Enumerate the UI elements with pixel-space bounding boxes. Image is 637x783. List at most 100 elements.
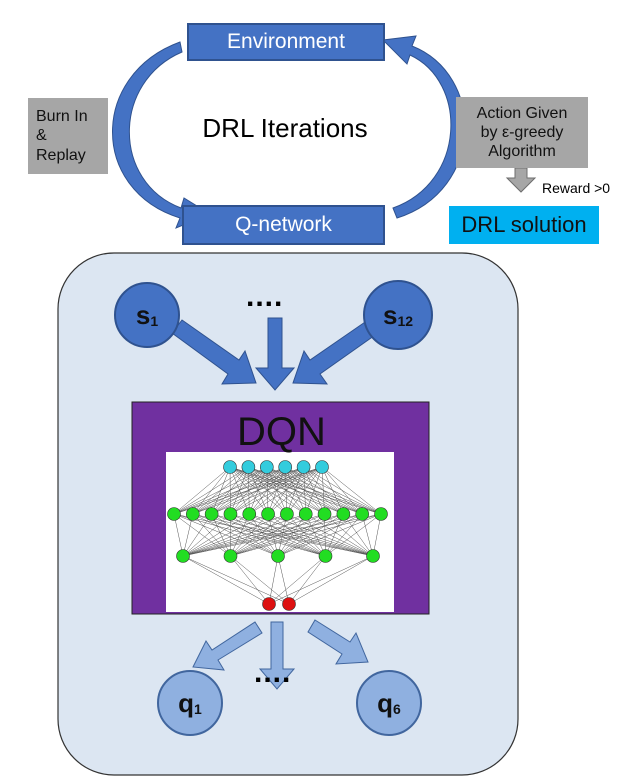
action-box: Action Given by ε-greedy Algorithm bbox=[456, 97, 588, 168]
network-edge bbox=[286, 466, 323, 515]
network-edge bbox=[230, 513, 269, 557]
output-arrow-right bbox=[307, 619, 369, 665]
network-edge bbox=[173, 466, 249, 515]
network-edge bbox=[230, 555, 290, 605]
network-edge bbox=[288, 555, 374, 605]
network-neuron bbox=[298, 507, 313, 521]
network-neuron bbox=[374, 507, 388, 521]
network-neuron bbox=[223, 460, 237, 474]
network-edge bbox=[305, 466, 323, 515]
loop-arrow-right bbox=[381, 35, 466, 219]
network-neuron bbox=[262, 597, 276, 611]
network-neuron bbox=[186, 507, 200, 521]
network-edge bbox=[182, 513, 382, 557]
network-edge bbox=[182, 513, 212, 557]
loop-title: DRL Iterations bbox=[202, 112, 368, 143]
reward-label: Reward >0 bbox=[542, 180, 611, 196]
network-edge bbox=[230, 513, 306, 557]
network-edge bbox=[230, 513, 382, 557]
network-neuron bbox=[241, 460, 256, 474]
network-edge bbox=[268, 555, 326, 605]
q-ellipsis: .... bbox=[254, 656, 292, 689]
neural-network bbox=[167, 460, 388, 611]
network-edge bbox=[182, 513, 306, 557]
network-neuron bbox=[296, 460, 311, 474]
network-edge bbox=[277, 513, 382, 557]
input-arrow-right bbox=[292, 319, 379, 385]
network-neuron bbox=[317, 507, 332, 521]
network-neuron bbox=[336, 507, 351, 521]
network-neuron bbox=[271, 549, 285, 563]
burn-in-box: Burn In & Replay bbox=[28, 98, 108, 174]
network-edge bbox=[173, 466, 267, 515]
network-neuron bbox=[242, 507, 257, 521]
network-edge bbox=[192, 466, 323, 515]
network-edge bbox=[230, 513, 344, 557]
network-edge bbox=[268, 555, 279, 605]
network-neuron bbox=[223, 507, 238, 521]
network-edge bbox=[173, 466, 231, 515]
qnetwork-box: Q-network bbox=[182, 205, 385, 245]
network-neuron bbox=[176, 549, 190, 563]
network-edge bbox=[173, 513, 184, 557]
network-edge bbox=[230, 513, 288, 557]
network-edge bbox=[321, 466, 363, 515]
network-edge bbox=[321, 466, 382, 515]
network-edge bbox=[173, 466, 323, 515]
network-edge bbox=[182, 513, 363, 557]
state-ellipsis: .... bbox=[246, 280, 284, 313]
network-edge bbox=[288, 555, 326, 605]
output-arrow-left bbox=[192, 621, 263, 671]
input-arrow-left bbox=[171, 319, 257, 385]
network-neuron bbox=[280, 507, 294, 521]
network-edge bbox=[230, 513, 250, 557]
output-arrow-center bbox=[258, 621, 296, 690]
dqn-title: DQN bbox=[237, 410, 326, 454]
network-edge bbox=[211, 513, 231, 557]
network-edge bbox=[182, 513, 344, 557]
qnetwork-label: Q-network bbox=[235, 213, 332, 236]
network-neuron bbox=[204, 507, 219, 521]
action-line-1: Action Given bbox=[476, 104, 568, 122]
network-edge bbox=[173, 466, 286, 515]
network-edge bbox=[325, 513, 382, 557]
network-edge bbox=[249, 466, 323, 515]
burn-in-line-2: & bbox=[36, 127, 47, 145]
drl-solution-label: DRL solution bbox=[461, 212, 587, 237]
network-edge bbox=[230, 466, 323, 515]
network-edge bbox=[182, 513, 325, 557]
network-neuron bbox=[223, 549, 238, 563]
network-edge bbox=[372, 513, 382, 557]
input-arrow-center bbox=[254, 317, 296, 391]
network-edge bbox=[173, 466, 304, 515]
action-down-arrow bbox=[505, 167, 537, 193]
drl-solution-box: DRL solution bbox=[449, 206, 599, 244]
network-neuron bbox=[261, 507, 275, 521]
network-edge bbox=[267, 466, 323, 515]
network-edge bbox=[230, 513, 325, 557]
network-neuron bbox=[167, 507, 181, 521]
network-neuron bbox=[355, 507, 369, 521]
environment-label: Environment bbox=[227, 30, 345, 53]
network-edge bbox=[182, 513, 194, 557]
action-line-3: Algorithm bbox=[488, 143, 556, 161]
network-neuron bbox=[315, 460, 329, 474]
network-edge bbox=[182, 513, 288, 557]
network-edge bbox=[182, 555, 290, 605]
network-neuron bbox=[318, 549, 333, 563]
network-edge bbox=[182, 513, 250, 557]
network-edge bbox=[211, 466, 323, 515]
network-edge bbox=[321, 466, 325, 515]
network-neuron bbox=[366, 549, 380, 563]
burn-in-line-3: Replay bbox=[36, 146, 86, 164]
network-edge bbox=[230, 555, 270, 605]
network-edge bbox=[182, 513, 231, 557]
network-edge bbox=[192, 513, 231, 557]
network-edge bbox=[321, 466, 344, 515]
network-edge bbox=[173, 513, 231, 557]
